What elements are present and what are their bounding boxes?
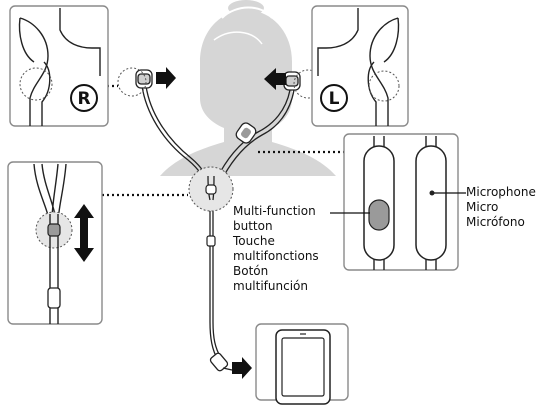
badge-r-letter: R — [77, 89, 90, 109]
badge-r-icon — [70, 84, 98, 112]
multifunction-label-3: Touche — [233, 234, 275, 248]
badge-l-icon — [320, 84, 348, 112]
panel-phone — [255, 323, 349, 405]
multifunction-label-5: Botón — [233, 264, 269, 278]
head-silhouette — [160, 0, 336, 176]
earbud-right-highlight — [117, 67, 147, 97]
panel-remote-zoom — [343, 133, 459, 271]
panel-left-earbud: L — [311, 5, 409, 127]
slide-double-arrow-icon — [74, 204, 94, 262]
panel-right-earbud: R — [9, 5, 109, 127]
multifunction-label-2: button — [233, 219, 273, 233]
splitter-slider — [205, 184, 217, 195]
badge-l-letter: L — [329, 89, 340, 109]
jack-plug — [209, 352, 233, 372]
multifunction-label-6: multifunción — [233, 279, 308, 293]
multifunction-label-4: multifonctions — [233, 249, 319, 263]
microphone-label-1: Microphone — [466, 185, 536, 199]
inline-remote — [235, 122, 257, 144]
microphone-label-2: Micro — [466, 200, 499, 214]
arrow-to-phone-icon — [232, 357, 252, 379]
arrow-left-ear-icon — [264, 68, 286, 90]
microphone-hole-icon — [429, 190, 435, 196]
earbud-right — [135, 69, 153, 89]
microphone-label-3: Micrófono — [466, 215, 525, 229]
panel-splitter-zoom — [7, 161, 103, 325]
arrow-right-ear-icon — [156, 67, 176, 89]
multifunction-label-1: Multi-function — [233, 204, 316, 218]
